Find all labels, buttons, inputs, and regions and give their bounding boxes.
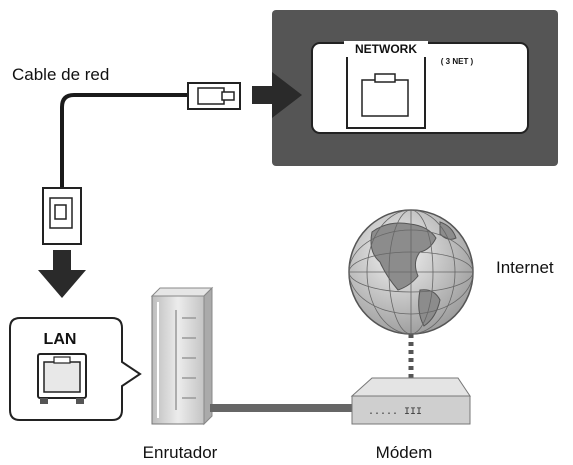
modem-icon: ..... III — [350, 377, 471, 425]
lan-callout: LAN — [9, 317, 142, 421]
network-cable — [60, 93, 190, 190]
network-port-sublabel: ( 3 NET ) — [441, 57, 474, 66]
network-port-label: NETWORK — [355, 42, 417, 56]
globe-icon — [348, 209, 474, 335]
rj45-plug-icon — [187, 82, 241, 110]
arrow-icon — [38, 250, 86, 298]
network-port-icon — [346, 55, 426, 129]
arrow-icon — [252, 72, 302, 118]
modem-indicators: ..... III — [368, 407, 422, 418]
device-back-panel: NETWORK ( 3 NET ) — [272, 10, 558, 166]
lan-port-icon — [37, 353, 87, 404]
internet-label: Internet — [496, 258, 554, 277]
modem-label: Módem — [376, 443, 433, 462]
router-icon — [150, 286, 214, 426]
rj45-plug-icon — [42, 187, 82, 245]
router-modem-link — [210, 404, 358, 412]
cable-label: Cable de red — [12, 65, 109, 84]
lan-label: LAN — [44, 331, 77, 348]
router-label: Enrutador — [143, 443, 218, 462]
